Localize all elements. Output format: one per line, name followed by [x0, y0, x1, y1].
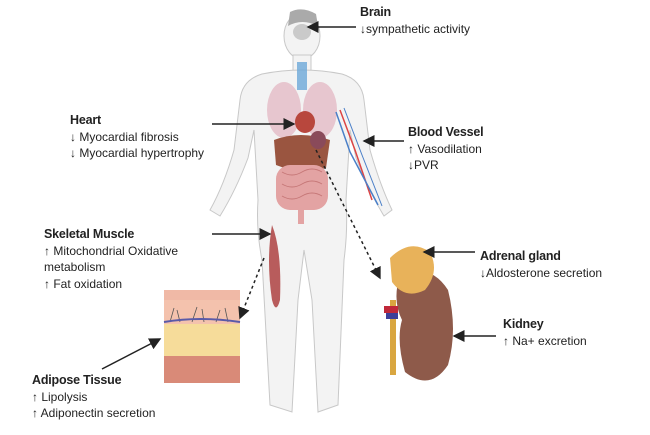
- heart-title: Heart: [70, 113, 101, 127]
- heart-effect: ↓ Myocardial hypertrophy: [70, 146, 205, 160]
- adrenal-gland-image: [390, 246, 434, 294]
- blood-vessel-effect: ↓PVR: [408, 158, 439, 172]
- adipose-tissue-image: [163, 290, 241, 383]
- blood-vessel-label: Blood Vessel ↑ Vasodilation ↓PVR: [408, 124, 484, 174]
- kidney-label: Kidney ↑ Na+ excretion: [503, 316, 587, 349]
- adrenal-label: Adrenal gland ↓Aldosterone secretion: [480, 248, 602, 281]
- heart-effect: ↓ Myocardial fibrosis: [70, 129, 179, 144]
- kidney-title: Kidney: [503, 317, 544, 331]
- heart-label: Heart ↓ Myocardial fibrosis ↓ Myocardial…: [70, 112, 204, 162]
- kidney-effect: ↑ Na+ excretion: [503, 333, 587, 348]
- adipose-arrow: [101, 338, 162, 370]
- brain-effect: ↓sympathetic activity: [360, 21, 471, 36]
- skeletal-muscle-title: Skeletal Muscle: [44, 227, 135, 241]
- blood-vessel-title: Blood Vessel: [408, 125, 484, 139]
- skeletal-muscle-effect: metabolism: [44, 260, 106, 274]
- arrows: [101, 21, 496, 370]
- adipose-title: Adipose Tissue: [32, 373, 122, 387]
- adrenal-effect: ↓Aldosterone secretion: [480, 265, 603, 280]
- skeletal-muscle-label: Skeletal Muscle ↑ Mitochondrial Oxidativ…: [44, 226, 178, 292]
- brain-label: Brain ↓sympathetic activity: [360, 4, 470, 37]
- brain-title: Brain: [360, 5, 391, 19]
- adipose-effect: ↑ Lipolysis: [32, 389, 88, 404]
- muscle-adipose-dashed-arrow: [238, 257, 265, 320]
- kidney-image: [384, 270, 453, 381]
- adipose-label: Adipose Tissue ↑ Lipolysis ↑ Adiponectin…: [32, 372, 155, 422]
- skeletal-muscle-effect: ↑ Fat oxidation: [44, 276, 123, 291]
- skeletal-muscle-effect: ↑ Mitochondrial Oxidative: [44, 243, 179, 258]
- blood-vessel-effect: ↑ Vasodilation: [408, 141, 482, 156]
- adipose-effect: ↑ Adiponectin secretion: [32, 406, 156, 420]
- adrenal-title: Adrenal gland: [480, 249, 561, 263]
